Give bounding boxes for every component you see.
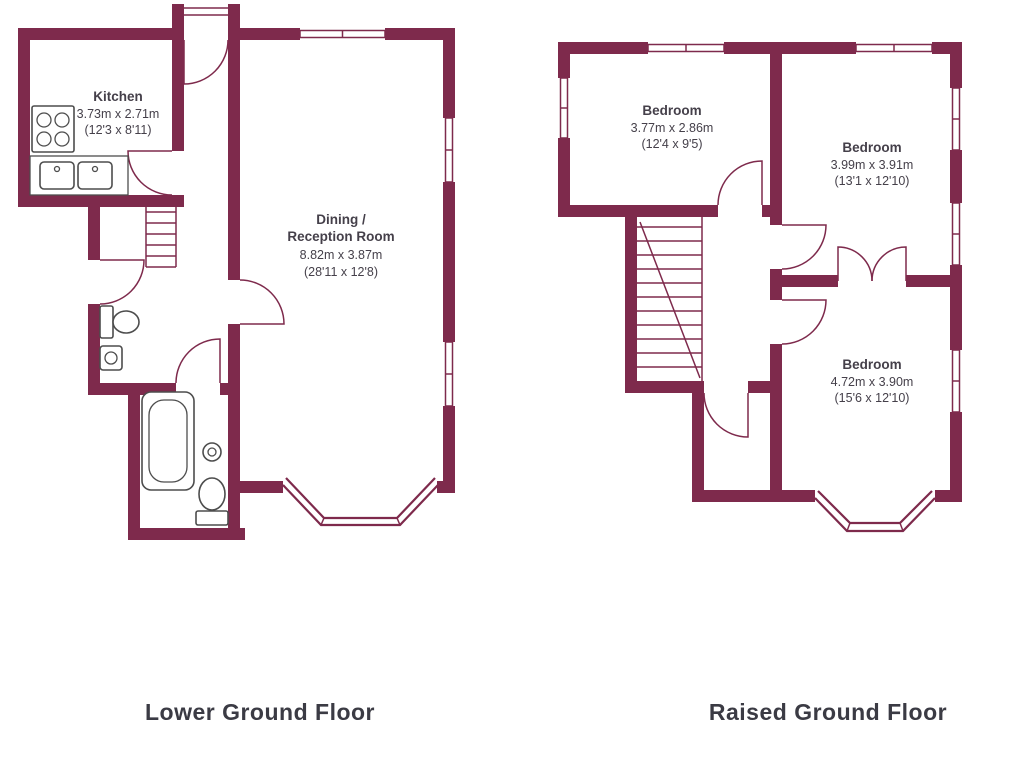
room-dims-imperial: (15'6 x 12'10) [835,391,910,405]
floor-title-raised: Raised Ground Floor [709,699,947,725]
stairs-icon [145,207,177,268]
room-name: Bedroom [642,103,701,118]
kitchen-counter-icon [29,155,129,196]
walls [558,42,962,502]
stairs-icon [637,217,703,381]
room-label-bedroom-2: Bedroom 3.99m x 3.91m (13'1 x 12'10) [831,140,914,188]
walls [18,4,455,540]
basin-icon [202,442,222,462]
window-icon [950,87,962,151]
toilet-icon [99,305,140,339]
window-icon [558,77,570,139]
window-icon [647,42,725,54]
room-dims-imperial: (12'3 x 8'11) [84,123,151,137]
room-name: Dining / [316,212,366,227]
room-label-kitchen: Kitchen 3.73m x 2.71m (12'3 x 8'11) [77,89,160,137]
window-icon [443,117,455,183]
door-arc-icon [703,160,907,438]
raised-ground-floor-plan: Bedroom 3.77m x 2.86m (12'4 x 9'5) Bedro… [558,42,962,533]
room-dims-imperial: (12'4 x 9'5) [641,137,702,151]
room-dims-metric: 8.82m x 3.87m [300,248,383,262]
room-name: Bedroom [842,357,901,372]
lower-ground-floor-plan: Kitchen 3.73m x 2.71m (12'3 x 8'11) Dini… [18,4,455,540]
window-icon [299,28,386,40]
window-icon [443,341,455,407]
window-icon [950,349,962,413]
room-label-dining-reception: Dining / Reception Room 8.82m x 3.87m (2… [287,212,394,279]
room-name: Reception Room [287,229,394,244]
room-dims-metric: 3.77m x 2.86m [631,121,714,135]
room-dims-metric: 4.72m x 3.90m [831,375,914,389]
stove-icon [31,105,75,153]
floor-title-lower: Lower Ground Floor [145,699,375,725]
bay-window-icon [814,490,936,533]
room-dims-imperial: (13'1 x 12'10) [835,174,910,188]
room-label-bedroom-1: Bedroom 3.77m x 2.86m (12'4 x 9'5) [631,103,714,151]
room-dims-metric: 3.99m x 3.91m [831,158,914,172]
room-dims-metric: 3.73m x 2.71m [77,107,160,121]
toilet-icon [195,477,229,526]
door-openings [704,205,935,502]
room-label-bedroom-3: Bedroom 4.72m x 3.90m (15'6 x 12'10) [831,357,914,405]
entrance-opening [184,7,228,16]
room-dims-imperial: (28'11 x 12'8) [304,265,378,279]
window-icon [855,42,933,54]
room-name: Bedroom [842,140,901,155]
door-arc-icon [99,39,285,384]
room-name: Kitchen [93,89,143,104]
kitchen-sink-icon [39,161,113,190]
bay-window-icon [282,477,439,527]
window-icon [950,202,962,266]
bathtub-icon [141,391,195,491]
hand-basin-icon [99,345,123,371]
